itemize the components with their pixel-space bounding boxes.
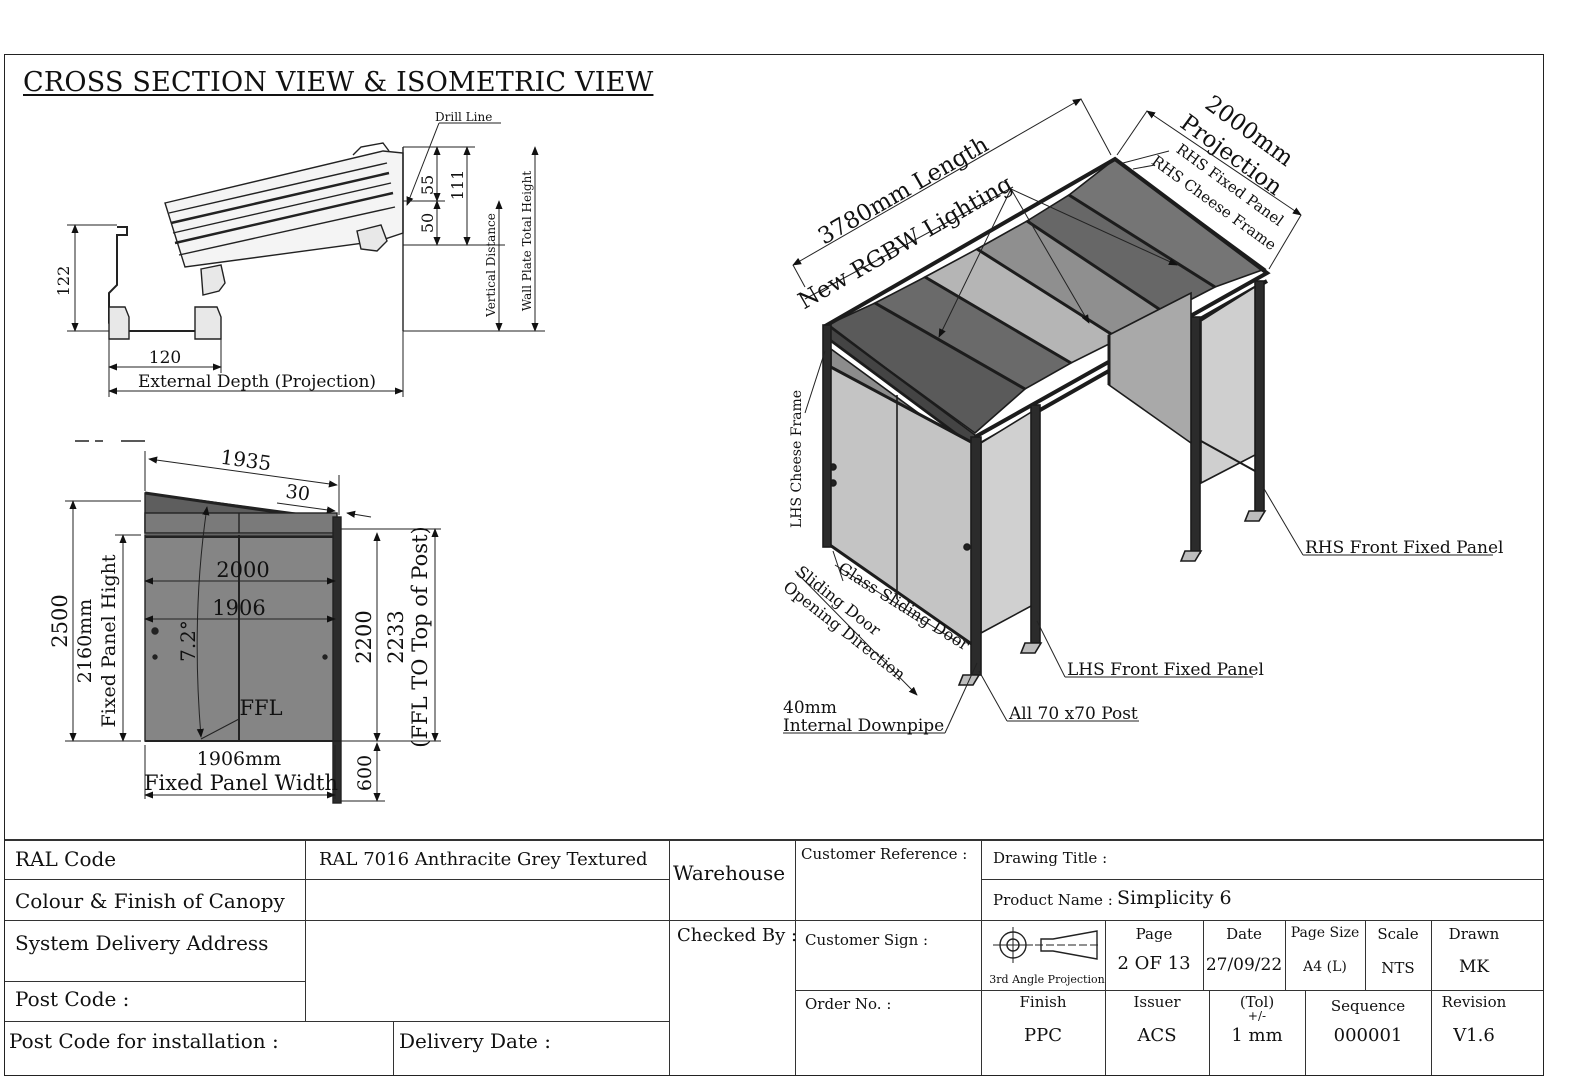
product-name-value: Simplicity 6 [1117, 887, 1232, 909]
drawn-label: Drawn [1448, 925, 1500, 943]
checked-by-label: Checked By : [677, 925, 798, 946]
drawing-sheet: CROSS SECTION VIEW & ISOMETRIC VIEW [4, 54, 1544, 1076]
ffl-to-top-label: (FFL TO Top of Post) [408, 526, 432, 747]
customer-reference-label: Customer Reference : [801, 845, 968, 863]
delivery-address-label: System Delivery Address [15, 931, 269, 955]
delivery-date-label: Delivery Date : [399, 1029, 551, 1053]
drill-line-label: Drill Line [435, 110, 492, 124]
dim-120: 120 [149, 348, 181, 368]
dim-50: 50 [418, 213, 437, 233]
fixed-panel-width-label: Fixed Panel Width [144, 771, 338, 795]
tol-value: 1 mm [1231, 1025, 1283, 1046]
colour-finish-label: Colour & Finish of Canopy [15, 889, 285, 913]
fixed-panel-width-value: 1906mm [197, 748, 281, 770]
side-view-dimensions [65, 451, 441, 802]
dim-2233: 2233 [384, 610, 408, 663]
dim-55: 55 [418, 175, 437, 195]
scale-label: Scale [1377, 925, 1419, 943]
customer-sign-label: Customer Sign : [805, 931, 929, 949]
order-no-label: Order No. : [805, 995, 892, 1013]
date-label: Date [1226, 925, 1262, 943]
tol-plus-minus: +/- [1247, 1009, 1267, 1023]
dim-1935: 1935 [219, 445, 273, 476]
finish-value: PPC [1024, 1025, 1062, 1046]
dim-111: 111 [448, 170, 467, 201]
scale-value: NTS [1381, 959, 1415, 977]
vertical-distance-label: Vertical Distance [484, 213, 498, 318]
page-label: Page [1135, 925, 1173, 943]
revision-value: V1.6 [1453, 1025, 1495, 1046]
cross-section-dimensions [67, 122, 545, 397]
tol-label: (Tol) [1239, 993, 1275, 1011]
downpipe-label: Internal Downpipe [783, 716, 944, 736]
angle-label: 7.2° [176, 620, 200, 662]
third-angle-projection-label: 3rd Angle Projection [989, 973, 1105, 986]
isometric-view [822, 156, 1271, 686]
warehouse-label: Warehouse [673, 861, 786, 885]
lhs-cheese-frame-label: LHS Cheese Frame [789, 390, 805, 528]
ral-code-label: RAL Code [15, 847, 117, 871]
ffl-label: FFL [239, 696, 282, 720]
post-code-label: Post Code : [15, 987, 130, 1011]
dim-2500: 2500 [48, 594, 72, 647]
side-view [75, 440, 342, 804]
dim-2000: 2000 [216, 558, 269, 582]
post-label: All 70 x70 Post [1008, 704, 1138, 724]
dim-1906: 1906 [212, 596, 265, 620]
wall-plate-total-height-label: Wall Plate Total Height [520, 171, 534, 311]
dim-2160: 2160mm [74, 599, 96, 683]
ral-code-value: RAL 7016 Anthracite Grey Textured [319, 849, 648, 870]
dim-122: 122 [54, 266, 73, 297]
rhs-front-fixed-panel-label: RHS Front Fixed Panel [1305, 538, 1503, 558]
drawing-canvas: Drill Line 55 50 111 Vertical Distance W… [48, 91, 1503, 804]
finish-label: Finish [1019, 993, 1067, 1011]
post-code-installation-label: Post Code for installation : [9, 1029, 279, 1053]
cross-section-view [108, 142, 404, 340]
sequence-value: 000001 [1333, 1025, 1403, 1046]
dim-2200: 2200 [352, 610, 376, 663]
lhs-front-fixed-panel-label: LHS Front Fixed Panel [1067, 660, 1264, 680]
dim-30: 30 [284, 480, 311, 505]
page-size-value: A4 (L) [1303, 959, 1347, 975]
sequence-label: Sequence [1330, 997, 1406, 1015]
drawn-value: MK [1458, 957, 1490, 977]
revision-label: Revision [1441, 993, 1507, 1011]
page-value: 2 OF 13 [1117, 953, 1191, 974]
page-title: CROSS SECTION VIEW & ISOMETRIC VIEW [23, 67, 654, 98]
external-depth-label: External Depth (Projection) [138, 372, 376, 392]
issuer-label: Issuer [1133, 993, 1181, 1011]
issuer-value: ACS [1137, 1025, 1177, 1046]
product-name-label: Product Name : [993, 891, 1113, 909]
drawing-title-label: Drawing Title : [993, 849, 1108, 867]
page-size-label: Page Size [1290, 925, 1360, 941]
date-value: 27/09/22 [1205, 955, 1283, 975]
fixed-panel-hight-label: Fixed Panel Hight [98, 554, 120, 727]
isometric-dimensions [783, 98, 1493, 734]
downpipe-size-label: 40mm [783, 698, 837, 718]
third-angle-projection-icon [993, 927, 1101, 963]
dim-600: 600 [354, 755, 376, 791]
